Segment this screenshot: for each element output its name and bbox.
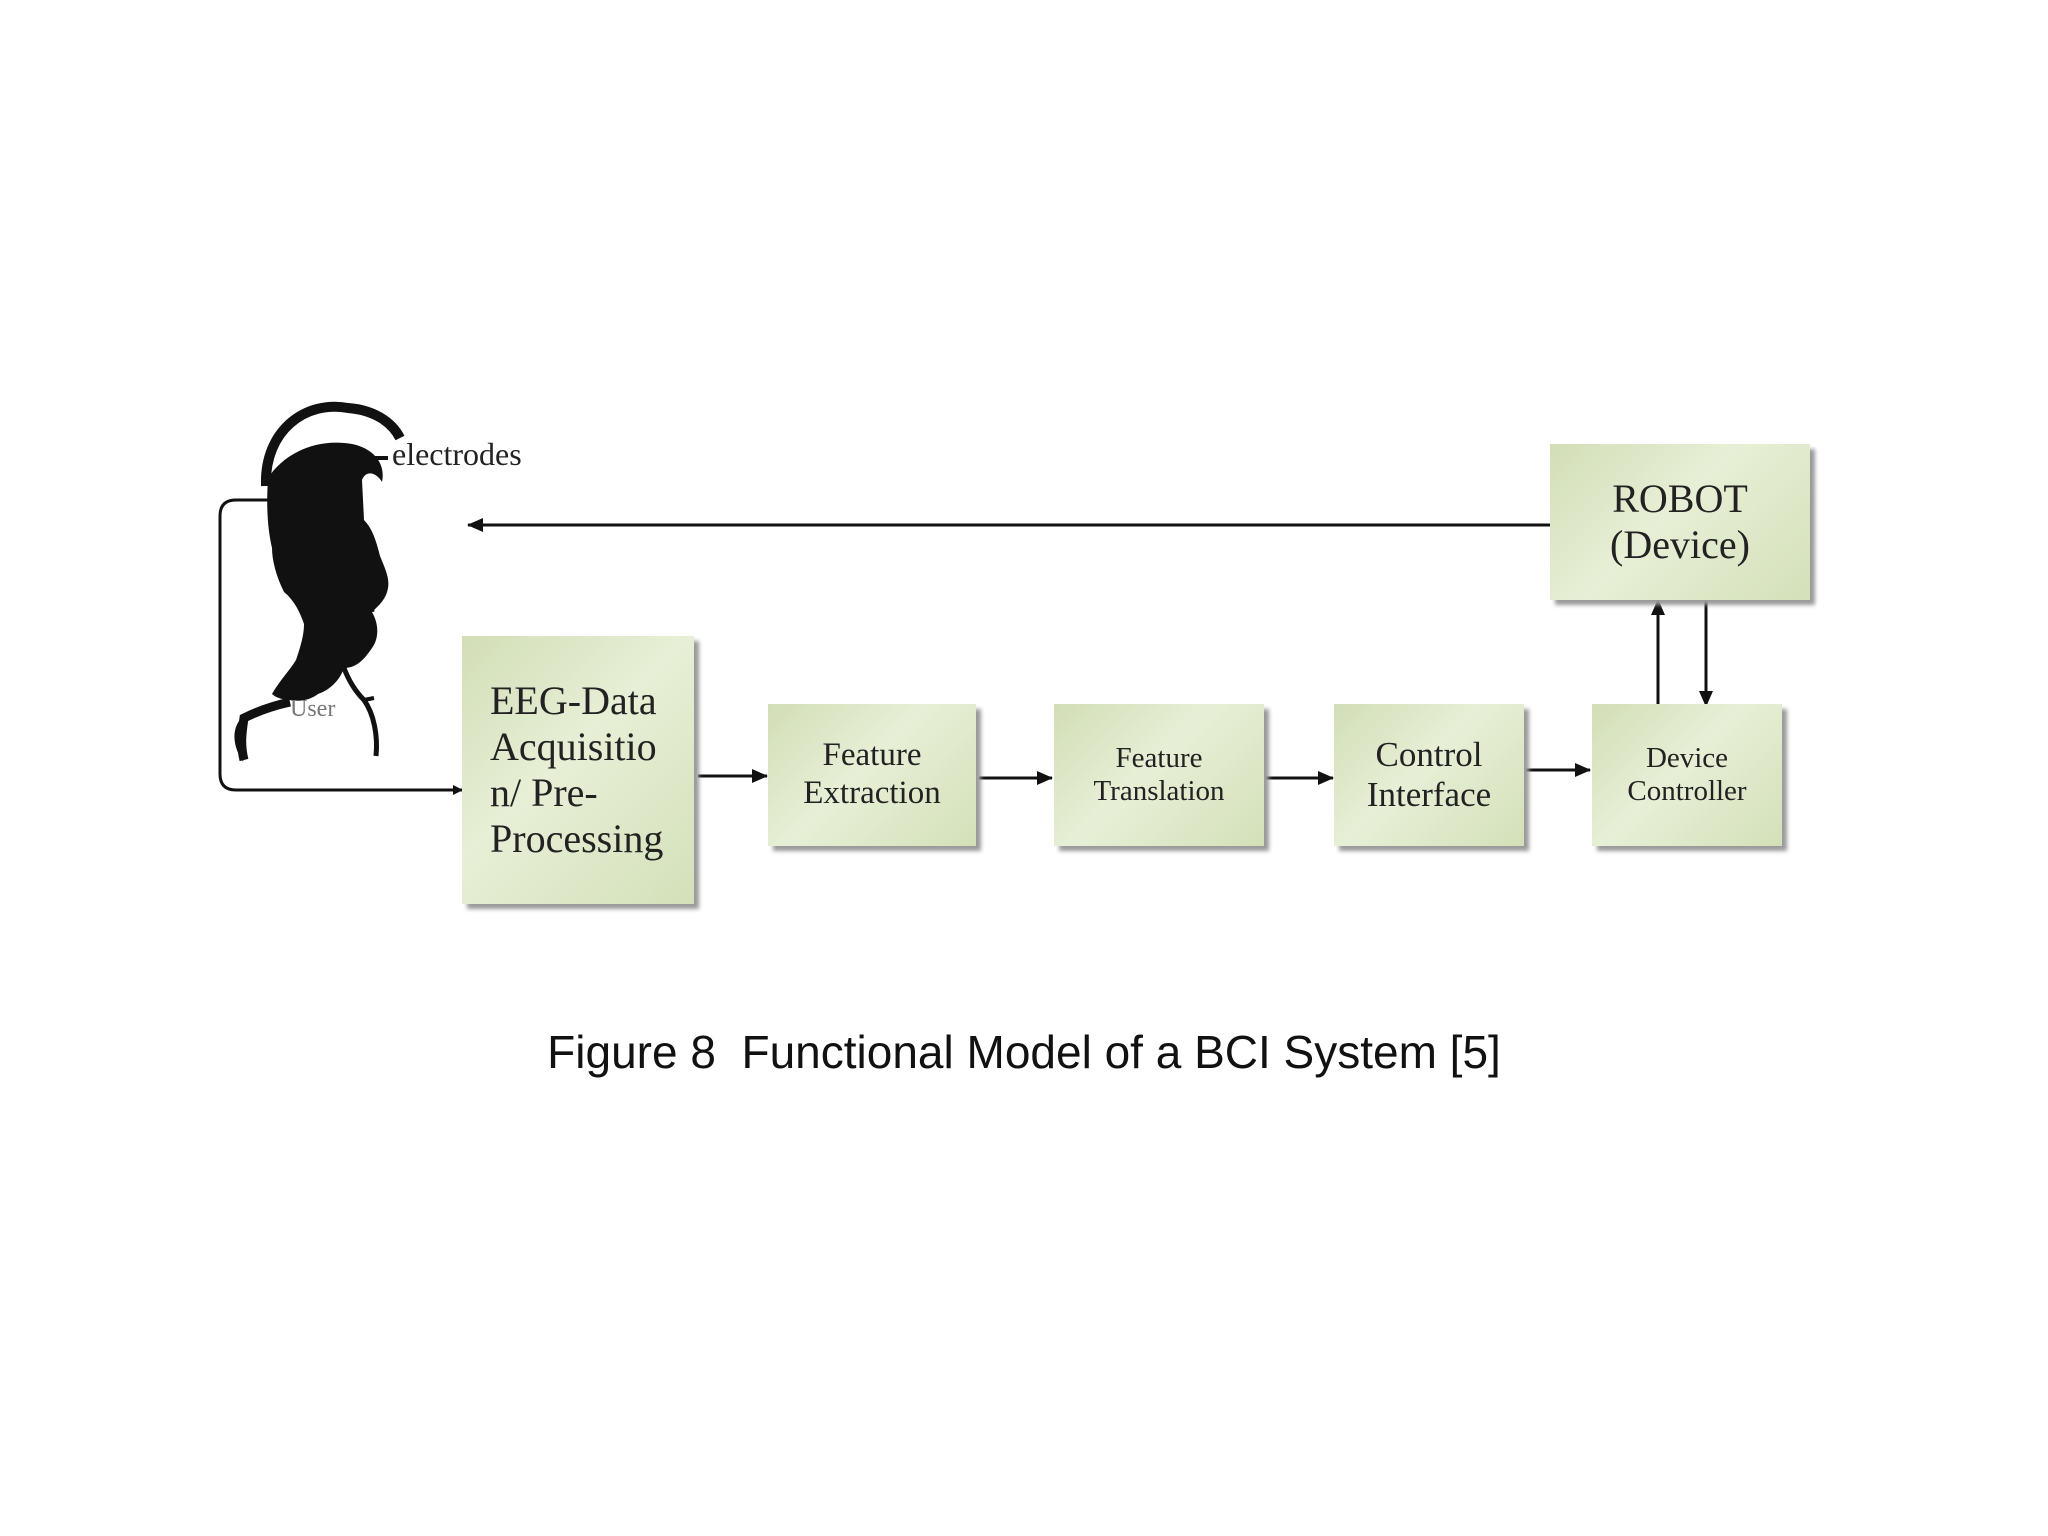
device-controller-line-1: Device	[1645, 741, 1729, 774]
user-label: User	[290, 696, 336, 722]
robot-box-line-2: (Device)	[1610, 522, 1750, 567]
electrodes-label: electrodes	[392, 436, 522, 472]
cable-user-to-eeg	[218, 498, 463, 795]
eeg-box-line-4: Processing	[490, 816, 664, 861]
electrode-arc	[260, 401, 405, 487]
feature-translation-line-2: Translation	[1093, 775, 1225, 807]
eeg-box-line-2: Acquisitio	[490, 724, 657, 769]
feature-extraction-line-1: Feature	[822, 737, 922, 774]
eeg-acquisition-box: EEG-Data Acquisitio n/ Pre- Processing	[462, 636, 694, 904]
feature-extraction-box: Feature Extraction	[768, 704, 976, 846]
robot-box-line-1: ROBOT	[1612, 476, 1748, 521]
figure-caption: Figure 8 Functional Model of a BCI Syste…	[547, 1026, 1501, 1078]
eeg-box-line-3: n/ Pre-	[490, 770, 598, 815]
feature-translation-box: Feature Translation	[1054, 704, 1264, 846]
control-interface-line-2: Interface	[1366, 775, 1492, 814]
feature-translation-line-1: Feature	[1115, 741, 1203, 774]
eeg-box-line-1: EEG-Data	[490, 678, 657, 723]
electrodes-pointer	[315, 456, 388, 487]
user-head-icon	[234, 442, 389, 762]
robot-device-box: ROBOT (Device)	[1550, 444, 1810, 600]
control-interface-line-1: Control	[1375, 734, 1483, 774]
feature-extraction-line-2: Extraction	[803, 775, 941, 811]
device-controller-box: Device Controller	[1592, 704, 1782, 846]
control-interface-box: Control Interface	[1334, 704, 1524, 846]
device-controller-line-2: Controller	[1627, 775, 1747, 807]
